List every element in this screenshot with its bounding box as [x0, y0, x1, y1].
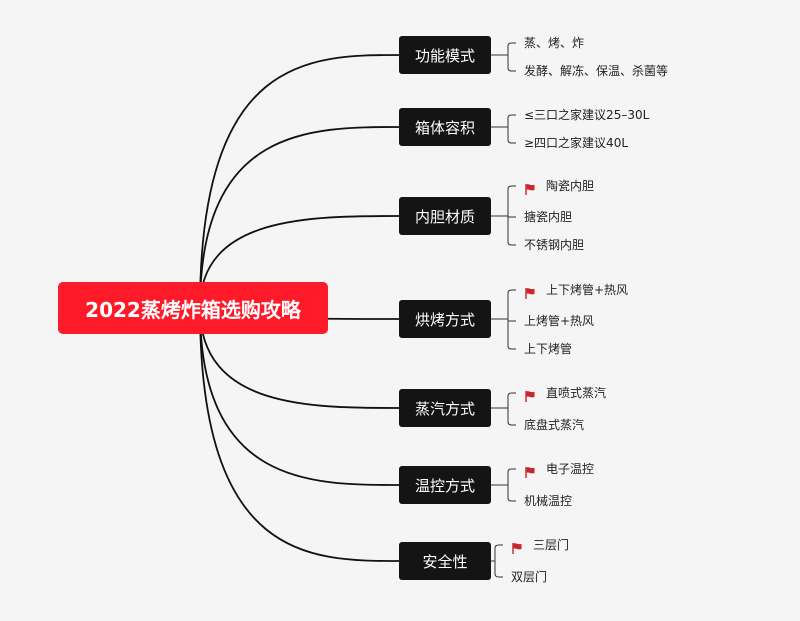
node-liner-material[interactable]: 内胆材质	[399, 197, 491, 235]
leaf-upper-lower-tubes: 上下烤管	[524, 342, 573, 356]
node-steam-method[interactable]: 蒸汽方式	[399, 389, 491, 427]
leaf-bottom-plate-steam: 底盘式蒸汽	[524, 418, 585, 432]
bracket-line	[507, 67, 516, 72]
bracket-line	[507, 241, 516, 246]
leaf-steam-bake-fry: 蒸、烤、炸	[524, 36, 585, 50]
leaf-mechanical-temp: 机械温控	[524, 494, 573, 508]
bracket-line	[507, 42, 516, 47]
bracket-line	[507, 421, 516, 426]
node-cavity-volume[interactable]: 箱体容积	[399, 108, 491, 146]
leaf-volume-large: ≥四口之家建议40L	[524, 136, 629, 150]
flag-icon	[524, 284, 536, 303]
leaf-upper-lower-tubes-hot-air: 上下烤管+热风	[546, 283, 629, 297]
bracket-line	[507, 392, 516, 397]
leaf-steel-liner: 不锈钢内胆	[524, 238, 585, 252]
leaf-enamel-liner: 搪瓷内胆	[524, 210, 573, 224]
bracket-line	[507, 497, 516, 502]
leaf-double-door: 双层门	[511, 570, 548, 584]
node-safety[interactable]: 安全性	[399, 542, 491, 580]
flag-icon	[524, 180, 536, 199]
bracket-line	[507, 185, 516, 190]
bracket-line	[507, 139, 516, 144]
bracket-line	[507, 114, 516, 119]
leaf-triple-door: 三层门	[533, 538, 570, 552]
flag-icon	[524, 387, 536, 406]
root-node[interactable]: 2022蒸烤炸箱选购攻略	[58, 282, 328, 334]
connector-curve	[199, 126, 400, 309]
bracket-line	[494, 573, 503, 578]
connector-curve	[199, 215, 400, 309]
connector-curve	[199, 307, 400, 562]
leaf-electronic-temp: 电子温控	[546, 462, 595, 476]
connector-curve	[199, 307, 400, 486]
bracket-line	[494, 544, 503, 549]
leaf-ferment-thaw: 发酵、解冻、保温、杀菌等	[524, 64, 669, 78]
connector-curve	[199, 307, 400, 409]
leaf-upper-tube-hot-air: 上烤管+热风	[524, 314, 595, 328]
connector-curve	[199, 54, 400, 309]
bracket-line	[507, 345, 516, 350]
leaf-volume-small: ≤三口之家建议25–30L	[524, 108, 650, 122]
node-function-mode[interactable]: 功能模式	[399, 36, 491, 74]
bracket-line	[507, 468, 516, 473]
node-temperature-control[interactable]: 温控方式	[399, 466, 491, 504]
leaf-direct-jet-steam: 直喷式蒸汽	[546, 386, 607, 400]
node-baking-method[interactable]: 烘烤方式	[399, 300, 491, 338]
leaf-ceramic-liner: 陶瓷内胆	[546, 179, 595, 193]
flag-icon	[511, 539, 523, 558]
bracket-line	[507, 289, 516, 294]
flag-icon	[524, 463, 536, 482]
